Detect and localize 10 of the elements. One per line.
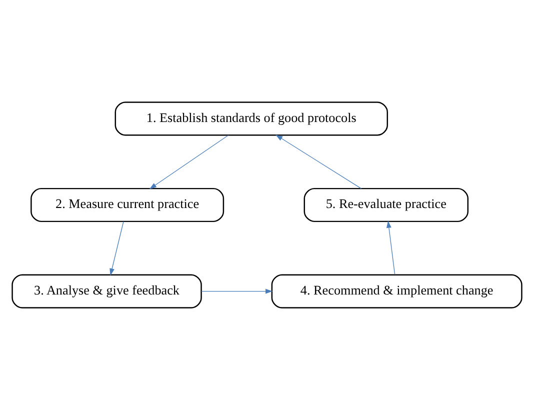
node-box: 5. Re-evaluate practice [304,187,469,222]
arrow [276,134,362,188]
arrow [149,134,229,189]
node-box: 1. Establish standards of good protocols [114,101,388,136]
arrow [386,220,396,274]
node-box: 4. Recommend & implement change [271,274,522,308]
arrow [110,220,124,276]
arrow [201,288,273,294]
node-box: 3. Analyse & give feedback [12,274,202,308]
node-box: 2. Measure current practice [30,187,224,222]
